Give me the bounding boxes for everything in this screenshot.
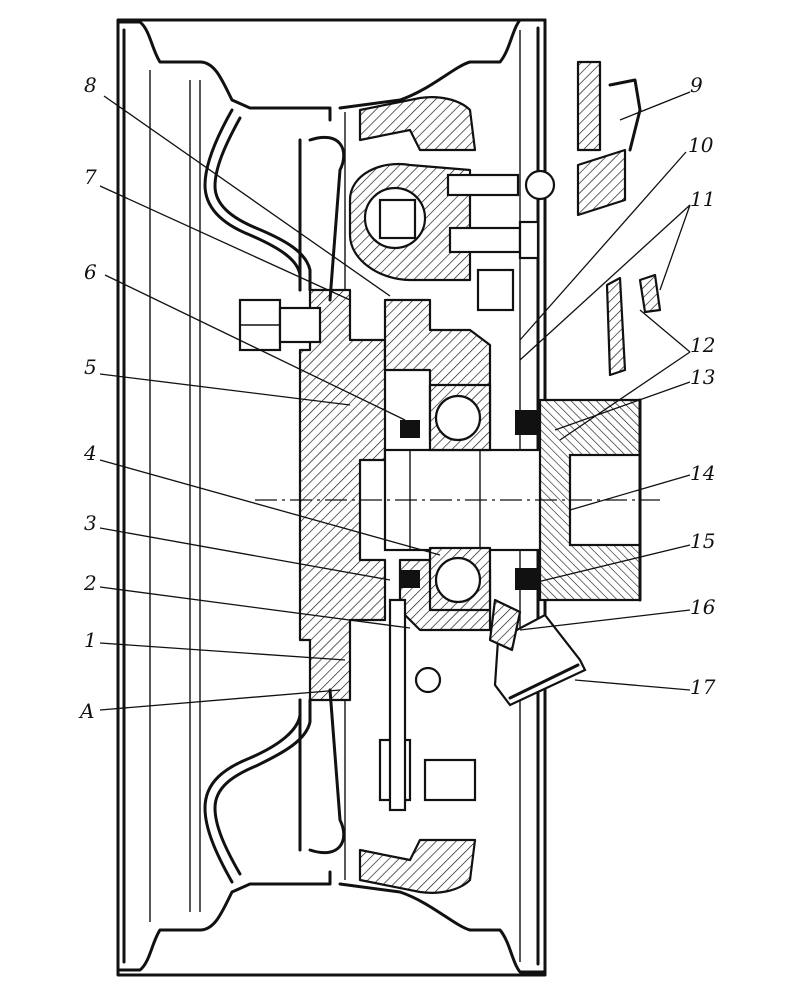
brake-shoe — [298, 135, 477, 855]
label-12: 12 — [690, 333, 715, 357]
label-14: 14 — [690, 461, 715, 485]
label-10: 10 — [688, 133, 714, 157]
label-6: 6 — [84, 260, 97, 284]
label-7: 7 — [84, 165, 97, 189]
label-1: 1 — [84, 628, 97, 652]
label-13: 13 — [690, 365, 715, 389]
label-15: 15 — [690, 529, 715, 553]
label-8: 8 — [84, 73, 97, 97]
detail-9 — [576, 60, 642, 217]
label-16: 16 — [690, 595, 716, 619]
bearings — [400, 383, 540, 612]
wheel-bolt — [238, 298, 322, 352]
label-4: 4 — [83, 441, 97, 465]
leader-lines — [99, 91, 691, 711]
label-11: 11 — [690, 187, 715, 211]
label-A: A — [78, 699, 94, 723]
label-2: 2 — [83, 571, 97, 595]
label-5: 5 — [84, 355, 97, 379]
callout-labels: 8 7 6 5 4 3 2 1 A 9 10 11 12 13 14 15 16… — [78, 73, 716, 723]
grease-fitting — [488, 598, 587, 707]
label-3: 3 — [84, 511, 97, 535]
detail-11-12 — [605, 273, 662, 377]
label-17: 17 — [690, 675, 716, 699]
adjuster-bolt — [446, 169, 556, 312]
label-9: 9 — [690, 73, 703, 97]
